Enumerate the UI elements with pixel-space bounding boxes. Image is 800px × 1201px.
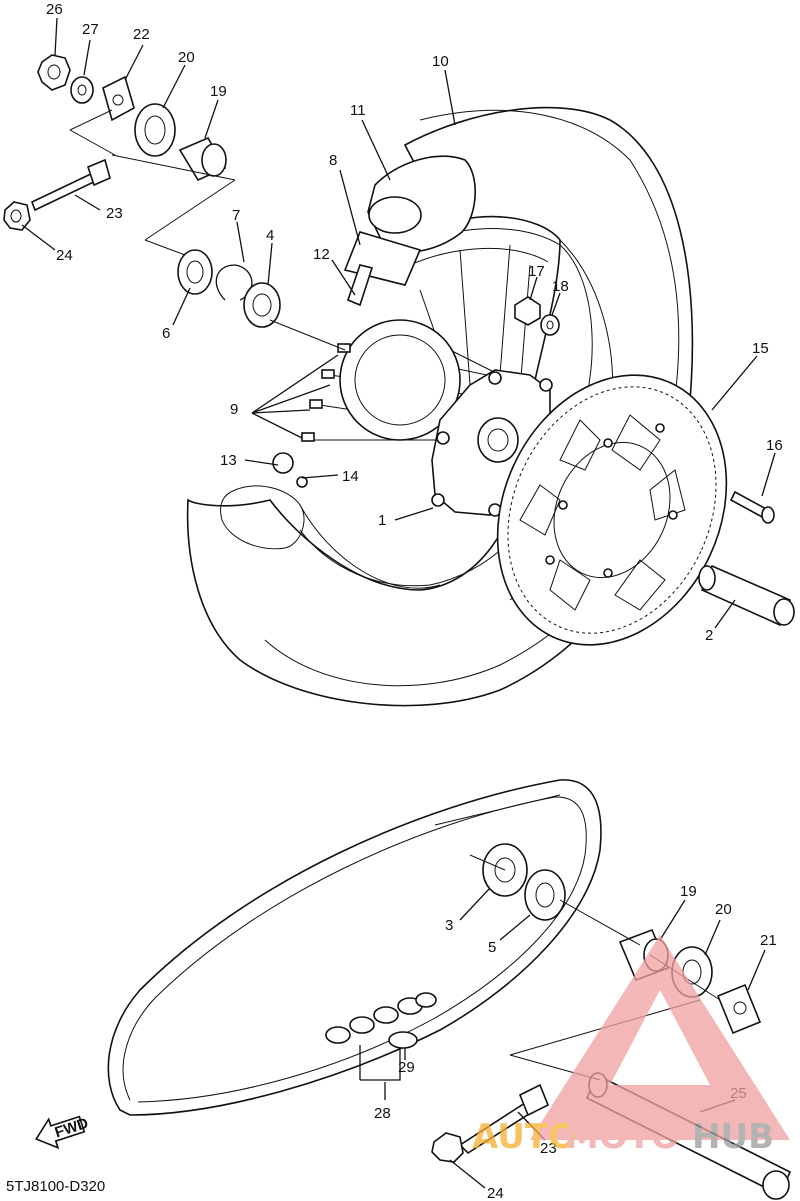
callout-19-lower: 19	[680, 883, 697, 900]
callout-24: 24	[56, 247, 73, 264]
watermark-brand-b: MOTO	[565, 1117, 680, 1157]
callout-10: 10	[432, 53, 449, 70]
rear-sprocket	[496, 374, 728, 646]
callout-12: 12	[313, 246, 330, 263]
callout-8: 8	[329, 152, 337, 169]
callout-7: 7	[232, 207, 240, 224]
diagram-code: 5TJ8100-D320	[6, 1178, 105, 1195]
callout-5: 5	[488, 939, 496, 956]
callout-23-lower: 23	[540, 1140, 557, 1157]
callout-1: 1	[378, 512, 386, 529]
callout-13: 13	[220, 452, 237, 469]
callout-26: 26	[46, 1, 63, 18]
callout-23: 23	[106, 205, 123, 222]
callout-4: 4	[266, 227, 274, 244]
upper-hardware	[3, 54, 346, 351]
callout-6: 6	[162, 325, 170, 342]
callout-19: 19	[210, 83, 227, 100]
callout-11: 11	[350, 102, 366, 119]
callout-2: 2	[705, 627, 713, 644]
leader-lines	[21, 17, 776, 1189]
drive-chain	[107, 779, 602, 1116]
chain-links	[325, 992, 437, 1049]
callout-27: 27	[82, 21, 99, 38]
callout-20: 20	[178, 49, 195, 66]
callout-22: 22	[133, 26, 150, 43]
callout-29: 29	[398, 1059, 415, 1076]
forward-arrow-icon: FWD	[34, 1115, 91, 1150]
callout-16: 16	[766, 437, 783, 454]
watermark-brand-a: AUTO	[472, 1117, 577, 1157]
callout-17: 17	[528, 263, 545, 280]
callout-28: 28	[374, 1105, 391, 1122]
fwd-label: FWD	[53, 1115, 91, 1142]
callout-14: 14	[342, 468, 359, 485]
callout-20-lower: 20	[715, 901, 732, 918]
rear-wheel-assembly	[186, 106, 795, 707]
callout-18: 18	[552, 278, 569, 295]
watermark-triangle-icon	[530, 935, 790, 1140]
callout-24-lower: 24	[487, 1185, 504, 1201]
callout-15: 15	[752, 340, 769, 357]
watermark-logo: AUTO MOTO HUB	[472, 935, 790, 1157]
callout-3: 3	[445, 917, 453, 934]
watermark-brand-c: HUB	[692, 1117, 774, 1157]
callout-21: 21	[760, 932, 777, 949]
callout-9: 9	[230, 401, 238, 418]
